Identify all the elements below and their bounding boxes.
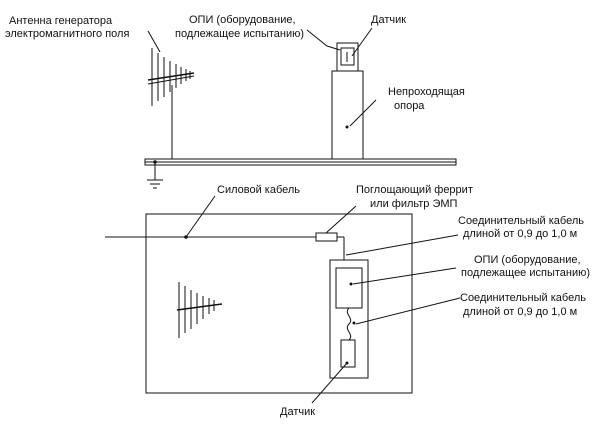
top-leaders <box>147 27 377 127</box>
power-cable <box>105 235 316 239</box>
top-eut-label-line1: ОПИ (оборудование, <box>189 14 296 26</box>
cable2-label-line1: Соединительный кабель <box>460 292 586 304</box>
non-conductive-support <box>331 70 364 160</box>
ground-plane <box>144 158 457 166</box>
support-label-line1: Непроходящая <box>388 86 465 98</box>
cable2-label-line2: длиной от 0,9 до 1,0 м <box>463 306 577 318</box>
plan-eut-label-line1: ОПИ (оборудование, <box>474 254 581 266</box>
plan-sensor-label: Датчик <box>280 406 315 418</box>
table-outline <box>145 213 413 394</box>
support-label-line2: опора <box>394 100 425 112</box>
plan-antenna-icon <box>176 282 223 338</box>
plan-support <box>329 259 369 379</box>
cable1-label-line1: Соединительный кабель <box>458 215 584 227</box>
field-antenna-icon <box>147 48 195 159</box>
plan-sensor-box <box>340 339 356 368</box>
plan-connecting-cable <box>346 307 356 341</box>
plan-eut-box <box>335 267 363 309</box>
top-view: Антенна генератора электромагнитного пол… <box>5 14 465 189</box>
cable1-label-line2: длиной от 0,9 до 1,0 м <box>463 228 577 240</box>
plan-eut-label-line2: подлежащее испытанию) <box>461 267 590 279</box>
ground-symbol-icon <box>147 160 163 189</box>
top-eut-label-line2: подлежащее испытанию) <box>175 28 304 40</box>
bottom-view: Силовой кабель Поглощающий феррит или фи… <box>105 184 590 418</box>
ferrite-label-line2: или фильтр ЭМП <box>370 198 458 210</box>
ferrite-filter-icon <box>315 232 345 260</box>
bottom-leaders <box>185 195 461 404</box>
antenna-label-line2: электромагнитного поля <box>5 28 129 40</box>
top-sensor-label: Датчик <box>371 14 406 26</box>
top-eut-sensor <box>336 42 359 72</box>
antenna-label-line1: Антенна генератора <box>9 15 113 27</box>
ferrite-label-line1: Поглощающий феррит <box>356 184 473 196</box>
power-cable-label: Силовой кабель <box>217 184 300 196</box>
